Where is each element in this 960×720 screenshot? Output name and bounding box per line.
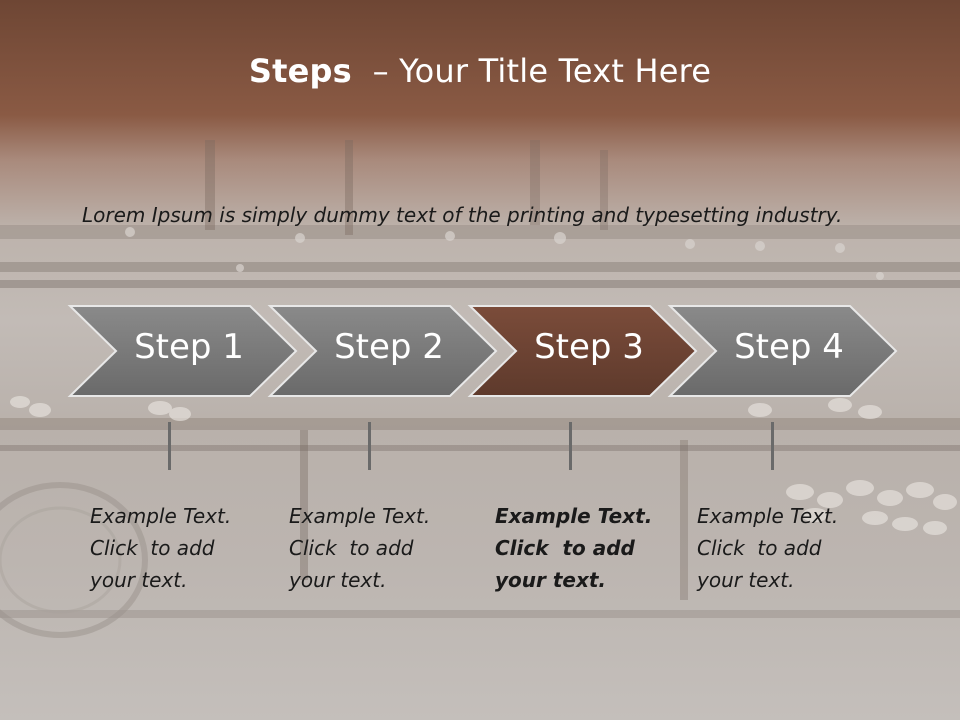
step-3-note[interactable]: Example Text. Click to add your text. [495,500,675,596]
step-3-label: Step 3 [534,327,644,367]
note-line: Example Text. [697,504,839,528]
subtitle: Lorem Ipsum is simply dummy text of the … [82,203,843,227]
step-4-note[interactable]: Example Text. Click to add your text. [697,500,877,596]
note-line: your text. [697,568,795,592]
note-line: your text. [495,568,607,592]
note-line: Example Text. [495,504,653,528]
note-line: Example Text. [90,504,232,528]
note-line: Click to add [289,536,414,560]
note-line: your text. [289,568,387,592]
note-line: Click to add [697,536,822,560]
step-3-connector [569,422,572,470]
step-2-note[interactable]: Example Text. Click to add your text. [289,500,469,596]
title-rest: – Your Title Text Here [372,52,712,90]
step-1-note[interactable]: Example Text. Click to add your text. [90,500,270,596]
note-line: your text. [90,568,188,592]
title-bold: Steps [248,52,352,90]
step-2-label: Step 2 [334,327,444,367]
step-1-label: Step 1 [134,327,244,367]
note-line: Click to add [90,536,215,560]
step-2-connector [368,422,371,470]
step-4-connector [771,422,774,470]
step-1-chevron[interactable] [67,305,298,397]
note-line: Click to add [495,536,635,560]
step-3-chevron[interactable] [467,305,698,397]
note-line: Example Text. [289,504,431,528]
step-2-chevron[interactable] [267,305,498,397]
step-4-chevron[interactable] [667,305,898,397]
step-1-connector [168,422,171,470]
step-4-label: Step 4 [734,327,844,367]
slide-title: Steps – Your Title Text Here [0,52,960,90]
